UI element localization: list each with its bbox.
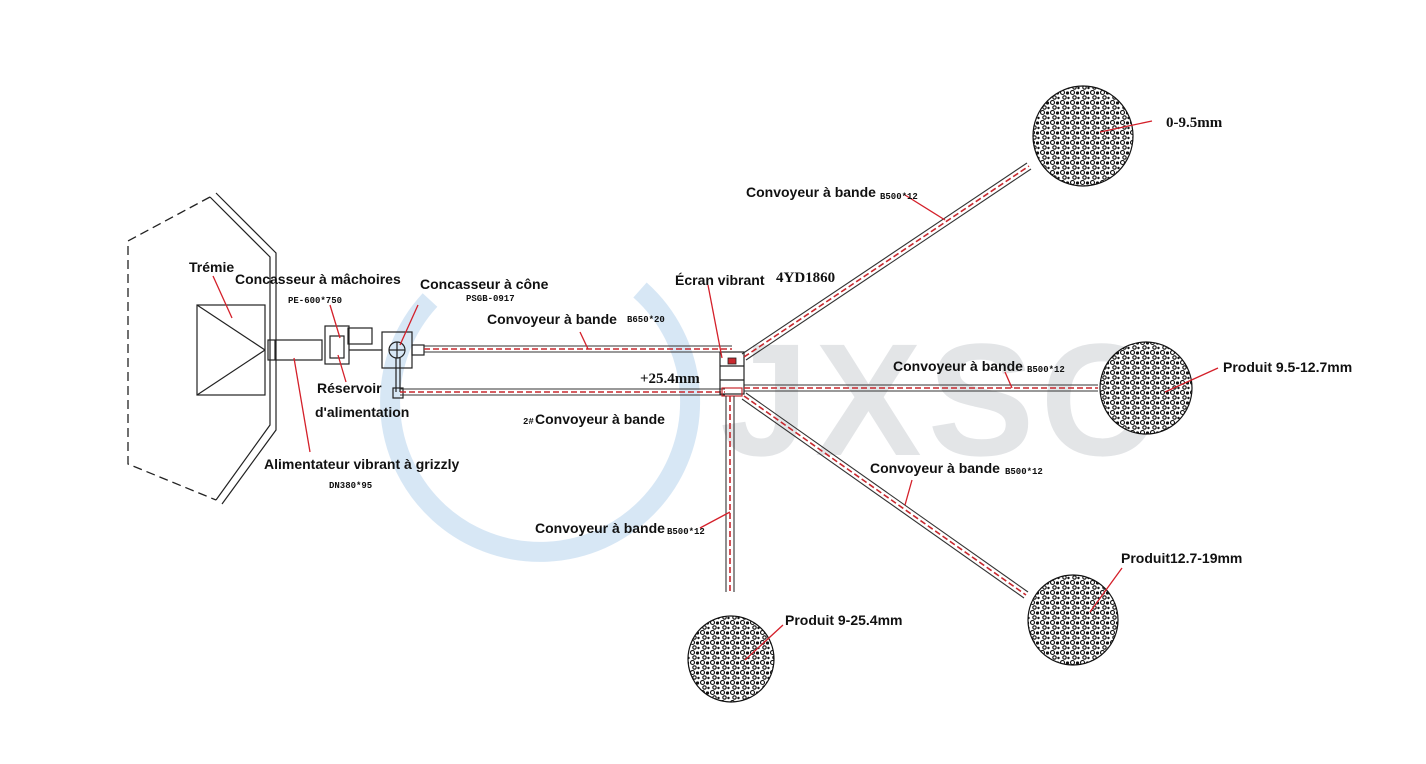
vibrating-screen-motor [727, 357, 737, 365]
hopper-wall-inner [215, 192, 277, 505]
label-product-top: 0-9.5mm [1166, 115, 1223, 131]
leader-feed-bin [337, 354, 347, 383]
jaw-crusher [324, 325, 382, 365]
label-product-down: Produit 9-25.4mm [785, 612, 902, 628]
label-main-conveyor-model: B650*20 [627, 315, 665, 325]
label-size-return: +25.4mm [640, 371, 700, 387]
leader-jaw-crusher [329, 304, 341, 339]
conveyor-lower-edge-1 [745, 392, 1029, 593]
label-conveyor-lower: Convoyeur à bande [870, 460, 1000, 476]
leader-product-lower [1089, 567, 1123, 613]
label-product-mid: Produit 9.5-12.7mm [1223, 359, 1352, 375]
leader-cone-crusher [399, 304, 419, 346]
vibrating-screen-outlet [721, 387, 743, 397]
hopper [127, 192, 277, 505]
label-product-lower: Produit12.7-19mm [1121, 550, 1242, 566]
watermark-ring [380, 282, 701, 562]
product-pile-lower [1027, 574, 1119, 666]
leader-conveyor-down [699, 511, 731, 529]
label-conveyor-down: Convoyeur à bande [535, 520, 665, 536]
grizzly-feeder-body [267, 339, 323, 361]
label-conveyor-top-model: B500*12 [880, 192, 918, 202]
conveyor-top-edge-2 [745, 168, 1032, 361]
cone-crusher-discharge [411, 344, 425, 356]
label-return-conveyor-prefix: 2# [523, 417, 534, 427]
label-return-conveyor: Convoyeur à bande [535, 411, 665, 427]
leader-conveyor-top [904, 194, 946, 221]
leader-product-down [744, 624, 784, 661]
leader-grizzly-feeder [293, 357, 311, 453]
label-cone-crusher-model: PSGB-0917 [466, 294, 515, 304]
hopper-wall-outer [209, 196, 271, 501]
leader-conveyor-lower [904, 479, 913, 506]
hopper-diag-1 [196, 304, 266, 351]
label-jaw-crusher: Concasseur à mâchoires [235, 271, 401, 287]
conveyor-lower-belt [743, 395, 1027, 596]
conveyor-top-belt [743, 165, 1030, 358]
label-conveyor-mid: Convoyeur à bande [893, 358, 1023, 374]
return-riser [392, 358, 404, 399]
jaw-crusher-jaw [329, 335, 345, 359]
conveyor-mid-product [744, 384, 1098, 392]
leader-screen [707, 284, 723, 359]
conveyor-down-product [725, 396, 735, 592]
leader-hopper [212, 275, 233, 319]
hopper-dashed-outline [127, 196, 217, 501]
conveyor-top-product [741, 162, 1032, 361]
product-pile-top [1032, 85, 1134, 187]
label-feed-bin-2: d'alimentation [315, 404, 409, 420]
label-conveyor-lower-model: B500*12 [1005, 467, 1043, 477]
watermark-text: JXSC [720, 310, 1162, 489]
label-cone-crusher: Concasseur à cône [420, 276, 549, 292]
label-screen-model: 4YD1860 [776, 270, 835, 286]
label-conveyor-down-model: B500*12 [667, 527, 705, 537]
label-jaw-crusher-model: PE-600*750 [288, 296, 342, 306]
main-conveyor [424, 345, 732, 353]
vibrating-screen-frame [719, 351, 745, 395]
label-grizzly-feeder: Alimentateur vibrant à grizzly [264, 456, 459, 472]
conveyor-lower-edge-2 [741, 398, 1025, 599]
watermark: JXSC [380, 282, 1162, 562]
leader-product-mid [1164, 367, 1219, 393]
label-conveyor-mid-model: B500*12 [1027, 365, 1065, 375]
label-conveyor-top: Convoyeur à bande [746, 184, 876, 200]
vibrating-screen [719, 351, 745, 397]
conveyor-top-edge-1 [741, 162, 1028, 355]
leader-lines [212, 120, 1219, 661]
product-pile-down [687, 615, 775, 703]
jaw-crusher-motor [347, 327, 373, 345]
return-conveyor [400, 388, 725, 396]
conveyor-lower-product [741, 392, 1029, 599]
leader-conveyor-mid [1004, 371, 1013, 389]
label-feed-bin-1: Réservoir [317, 380, 382, 396]
hopper-diag-2 [196, 349, 266, 396]
product-pile-mid [1099, 341, 1193, 435]
leader-main-conveyor [579, 331, 589, 350]
label-screen: Écran vibrant [675, 272, 765, 288]
grizzly-feeder [267, 339, 323, 361]
cone-crusher [381, 331, 425, 369]
return-riser-foot [392, 387, 404, 399]
hopper-body [196, 304, 266, 396]
leader-product-top [1099, 120, 1153, 133]
label-hopper: Trémie [189, 259, 234, 275]
label-main-conveyor: Convoyeur à bande [487, 311, 617, 327]
label-grizzly-feeder-model: DN380*95 [329, 481, 372, 491]
